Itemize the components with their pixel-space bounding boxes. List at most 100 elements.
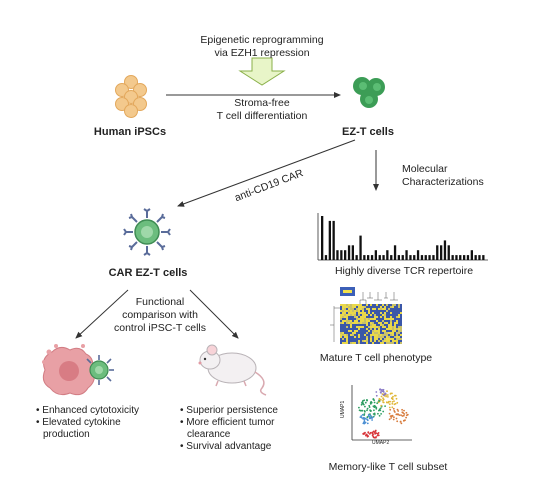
heatmap-cell (376, 332, 378, 334)
heatmap-cell (394, 324, 396, 326)
heatmap-cell (366, 318, 368, 320)
heatmap-cell (390, 318, 392, 320)
heatmap-cell (358, 334, 360, 336)
heatmap-cell (378, 322, 380, 324)
heatmap-cell (364, 334, 366, 336)
heatmap-cell (342, 322, 344, 324)
umap-point (379, 407, 382, 410)
heatmap-cell (396, 328, 398, 330)
heatmap-cell (348, 314, 350, 316)
heatmap-cell (368, 326, 370, 328)
tcr-chart (317, 213, 488, 261)
umap-point (368, 433, 371, 435)
heatmap-cell (374, 334, 376, 336)
umap-point (360, 416, 363, 419)
heatmap-cell (376, 336, 378, 338)
umap-point (384, 405, 386, 407)
tcr-bar (459, 255, 462, 260)
heatmap-cell (360, 326, 362, 328)
heatmap-cell (398, 304, 400, 306)
umap-point (382, 410, 385, 413)
umap-point (382, 401, 384, 403)
heatmap-cell (374, 332, 376, 334)
heatmap-cell (366, 314, 368, 316)
heatmap-cell (346, 310, 348, 312)
heatmap-cell (348, 308, 350, 310)
heatmap-cell (384, 332, 386, 334)
umap-point (363, 413, 366, 415)
umap-point (366, 407, 369, 410)
heatmap-cell (344, 314, 346, 316)
heatmap-cell (396, 320, 398, 322)
heatmap-cell (352, 314, 354, 316)
heatmap-cell (356, 308, 358, 310)
umap-point (374, 436, 377, 439)
heatmap-cell (364, 314, 366, 316)
umap-point (395, 397, 398, 400)
heatmap-cell (388, 342, 390, 344)
heatmap-cell (396, 316, 398, 318)
heatmap-cell (382, 340, 384, 342)
umap-point (363, 417, 366, 420)
heatmap-cell (392, 330, 394, 332)
tcr-bar (328, 220, 331, 260)
heatmap-cell (354, 322, 356, 324)
right-bullet: • Superior persistence (180, 405, 278, 416)
molecular-label: Molecular Characterizations (402, 163, 484, 188)
heatmap-cell (344, 312, 346, 314)
heatmap-cell (382, 330, 384, 332)
umap-point (372, 398, 375, 400)
heatmap-cell (350, 314, 352, 316)
car-ezt-title: CAR EZ-T cells (108, 267, 188, 279)
right-outcomes-list: • Superior persistence • More efficient … (180, 405, 278, 453)
heatmap-cell (362, 308, 364, 310)
tcr-bar (321, 216, 324, 260)
heatmap-cell (370, 334, 372, 336)
heatmap-cell (388, 308, 390, 310)
tumor-cell-icon (42, 344, 95, 396)
heatmap-cell (388, 326, 390, 328)
heatmap-cell (372, 318, 374, 320)
heatmap-cell (366, 322, 368, 324)
umap-point (367, 413, 370, 416)
umap-point (382, 397, 384, 399)
heatmap-cell (350, 312, 352, 314)
heatmap-cell (348, 330, 350, 332)
heatmap-cell (348, 310, 350, 312)
heatmap-cell (376, 338, 378, 340)
umap-point (360, 402, 363, 404)
heatmap-cell (346, 336, 348, 338)
human-ipscs-title: Human iPSCs (93, 126, 167, 138)
umap-point (396, 408, 399, 411)
heatmap-cell (360, 322, 362, 324)
heatmap-cell (398, 326, 400, 328)
heatmap-cell (360, 318, 362, 320)
heatmap-cell (358, 318, 360, 320)
umap-point (391, 406, 394, 409)
heatmap-cell (342, 316, 344, 318)
tcr-bar (409, 255, 412, 260)
heatmap-cell (346, 340, 348, 342)
heatmap-cell (350, 308, 352, 310)
heatmap-cell (344, 306, 346, 308)
heatmap-cell (374, 308, 376, 310)
umap-point (393, 410, 396, 412)
heatmap-cell (350, 306, 352, 308)
umap-point (386, 401, 388, 404)
heatmap-cell (382, 336, 384, 338)
heatmap-cell (374, 318, 376, 320)
heatmap-cell (362, 320, 364, 322)
heatmap-cell (368, 318, 370, 320)
heatmap-cell (368, 320, 370, 322)
heatmap-cell (372, 322, 374, 324)
tcr-bar (370, 255, 374, 260)
tcr-bar (443, 240, 447, 260)
tcr-bar (428, 255, 431, 260)
umap-point (394, 394, 397, 397)
umap-point (405, 414, 408, 417)
heatmap-cell (400, 342, 402, 344)
umap-point (396, 420, 399, 423)
heatmap-cell (366, 324, 368, 326)
tcr-bar (432, 255, 435, 260)
